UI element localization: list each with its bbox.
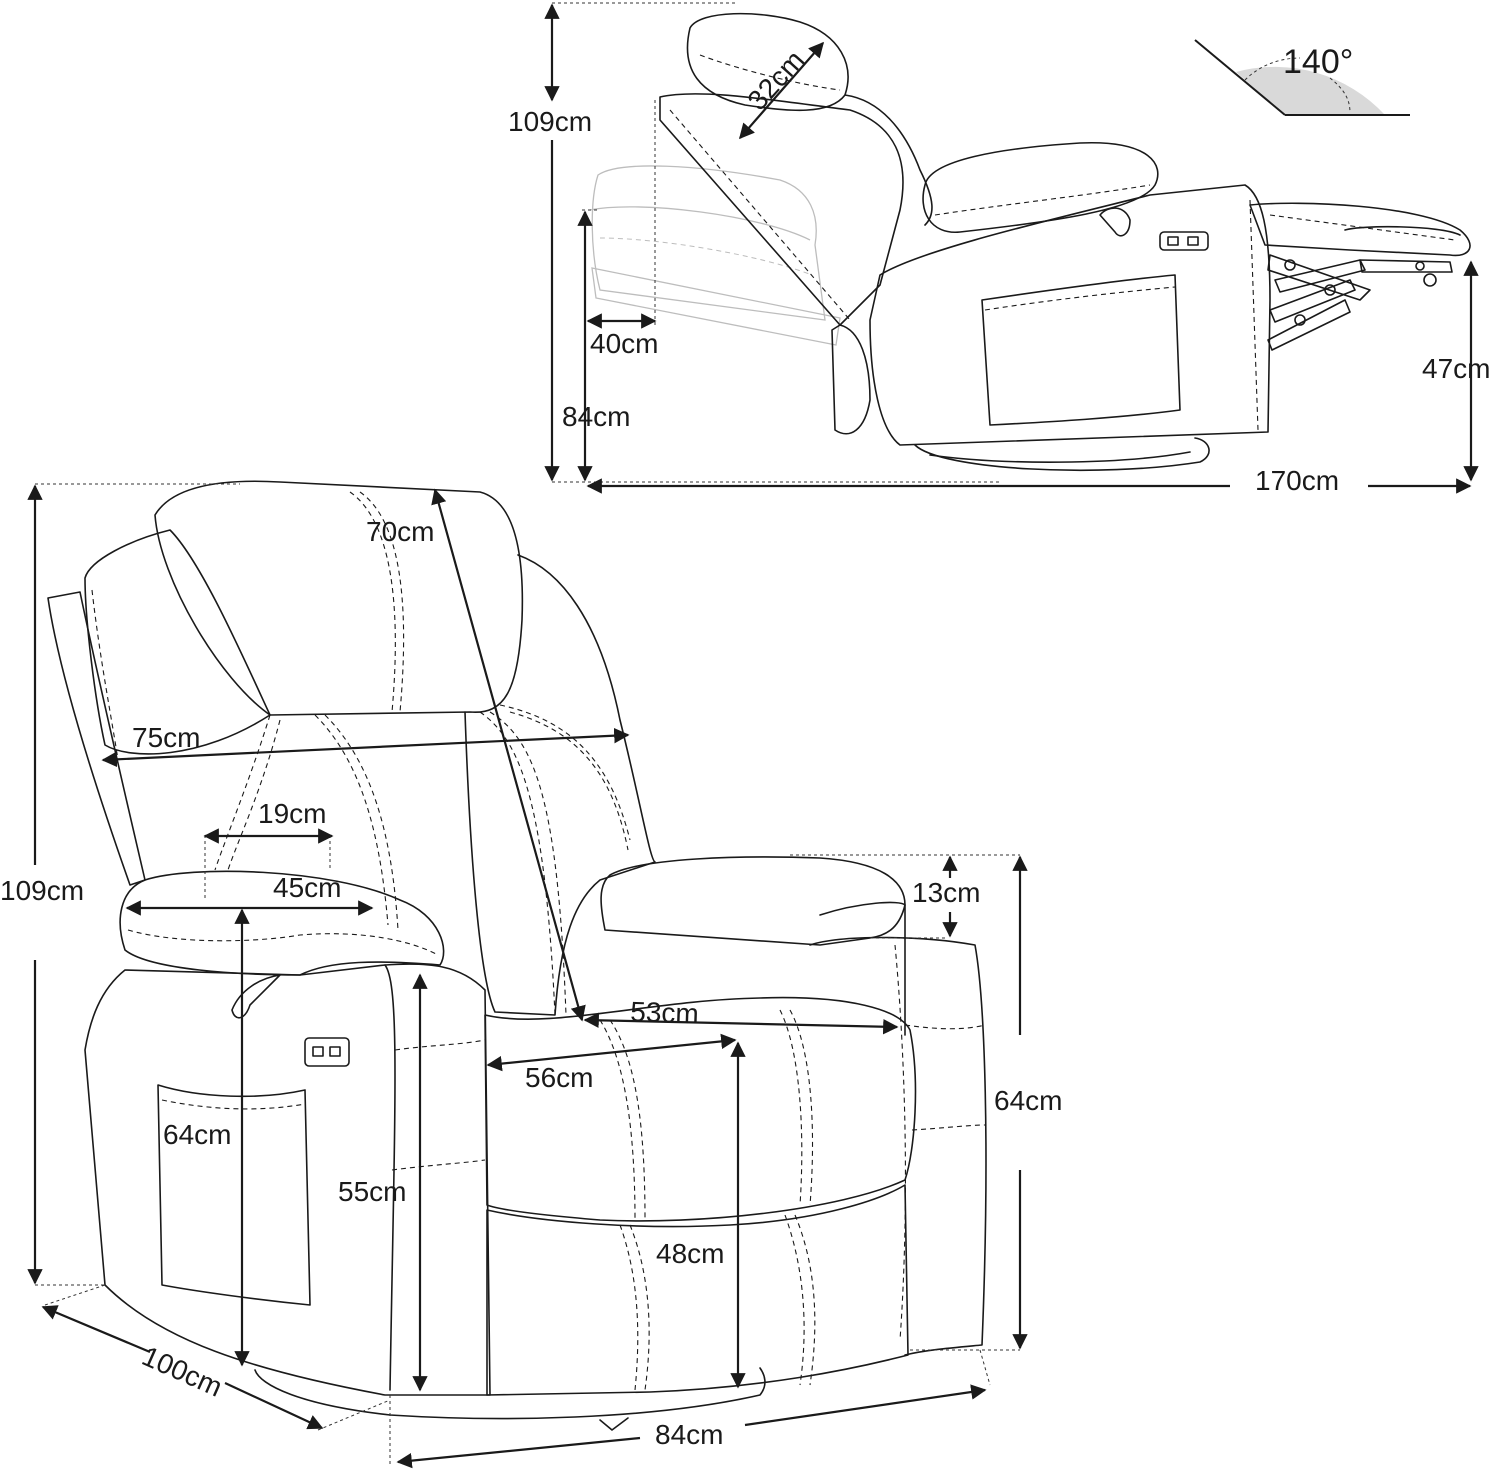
front-left-arm-body — [84, 963, 491, 1396]
front-usb-port — [304, 1037, 350, 1067]
recline-angle-icon: 140° — [1194, 39, 1410, 116]
front-seat-cushion — [484, 996, 917, 1222]
front-seat-height-label: 48cm — [656, 1238, 724, 1269]
side-pocket — [981, 274, 1181, 426]
front-arm-inner-height-label: 55cm — [338, 1176, 406, 1207]
ghost-upright-back — [589, 165, 841, 346]
footrest-mechanism — [1267, 254, 1453, 351]
side-armrest — [922, 142, 1159, 233]
front-backrest-width-label: 75cm — [132, 722, 200, 753]
front-width-label: 84cm — [655, 1419, 723, 1450]
front-armrest-thickness-label: 13cm — [912, 877, 980, 908]
side-backrest — [659, 93, 904, 326]
front-right-arm-body — [809, 936, 987, 1356]
side-height-total-label: 109cm — [508, 106, 592, 137]
side-body — [869, 184, 1271, 446]
front-view-chair — [47, 480, 987, 1431]
front-backrest — [47, 591, 146, 886]
side-back-clearance-label: 40cm — [590, 328, 658, 359]
side-view-chair — [589, 12, 1471, 472]
front-dimensions: 109cm 70cm 75cm 19cm 45cm 13cm 53cm 56cm… — [0, 484, 1062, 1469]
side-footrest — [1249, 202, 1471, 257]
front-right-armrest — [600, 856, 906, 946]
front-depth-label: 100cm — [138, 1340, 227, 1403]
recline-angle-label: 140° — [1283, 43, 1353, 81]
front-backrest-height-label: 70cm — [366, 516, 434, 547]
front-right-arm-height-label: 64cm — [994, 1085, 1062, 1116]
side-footrest-height-label: 47cm — [1422, 353, 1490, 384]
front-pocket-width-label: 19cm — [258, 798, 326, 829]
front-left-arm-height-label: 64cm — [163, 1119, 231, 1150]
front-swivel-base — [254, 1367, 766, 1420]
front-seat-width-label: 53cm — [630, 996, 700, 1029]
side-swivel-base — [914, 437, 1210, 472]
side-usb-port — [1159, 231, 1209, 251]
side-recline-handle — [1099, 207, 1131, 237]
side-height-upright-label: 84cm — [562, 401, 630, 432]
front-left-armrest — [119, 870, 445, 976]
front-headrest — [154, 480, 524, 716]
front-armrest-length-label: 45cm — [273, 872, 341, 903]
front-seat-depth-label: 56cm — [525, 1062, 593, 1093]
front-side-pocket — [157, 1084, 311, 1306]
side-length-reclined-label: 170cm — [1255, 465, 1339, 496]
front-height-total-label: 109cm — [0, 875, 84, 906]
side-headrest-width-label: 32cm — [741, 44, 810, 116]
